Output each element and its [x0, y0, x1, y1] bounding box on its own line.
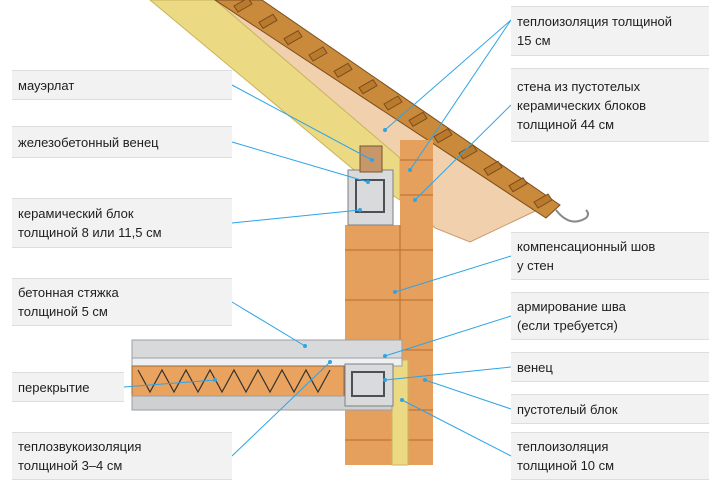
- roof-tile: [483, 160, 503, 176]
- leader-line: [123, 379, 216, 388]
- label-sound-insulation: теплозвукоизоляция толщиной 3–4 см: [12, 432, 232, 480]
- leader-line: [231, 301, 306, 347]
- label-ceramic-block: керамический блок толщиной 8 или 11,5 см: [12, 198, 232, 248]
- leader-line: [384, 19, 512, 131]
- label-hollow-block: пустотелый блок: [511, 394, 709, 424]
- roof-tile: [258, 13, 278, 29]
- upper-ring-rebar: [355, 179, 385, 213]
- screed-layer: [131, 339, 403, 359]
- leader-dot: [393, 290, 397, 294]
- roof-tile: [283, 30, 303, 46]
- roof-tile: [333, 62, 353, 78]
- leader-line: [394, 255, 512, 293]
- leader-line: [424, 379, 512, 410]
- leader-dot: [213, 378, 217, 382]
- leader-line: [384, 315, 512, 357]
- leader-line: [414, 104, 512, 201]
- leader-dot: [400, 398, 404, 402]
- roof-tile: [433, 128, 453, 144]
- leader-dot: [413, 198, 417, 202]
- leader-line: [231, 361, 331, 457]
- leader-lines: [123, 19, 512, 457]
- roof-tile-ridges: [233, 0, 553, 209]
- wall-insulation-strip: [391, 359, 409, 466]
- roof-tile: [358, 79, 378, 95]
- roof-tile: [233, 0, 253, 13]
- leader-dot: [383, 378, 387, 382]
- label-ring-beam: венец: [511, 352, 709, 382]
- label-mauerlat: мауэрлат: [12, 70, 232, 100]
- gutter: [555, 209, 589, 223]
- roof-tile: [383, 95, 403, 111]
- roof-tile: [508, 177, 528, 193]
- leader-dot: [423, 378, 427, 382]
- leader-line: [231, 141, 369, 183]
- leader-dot: [370, 158, 374, 162]
- label-concrete-ring: железобетонный венец: [12, 126, 232, 158]
- leader-line: [384, 366, 512, 381]
- label-wall-insulation: теплоизоляция толщиной 10 см: [511, 432, 709, 480]
- leader-dot: [408, 168, 412, 172]
- lower-ring-rebar: [351, 371, 385, 397]
- label-wall: стена из пустотелых керамических блоков …: [511, 68, 709, 142]
- label-comp-joint: компенсационный шов у стен: [511, 232, 709, 280]
- label-floor: перекрытие: [12, 372, 124, 402]
- roof-tile: [533, 193, 553, 209]
- leader-line: [409, 19, 512, 171]
- leader-line: [401, 399, 512, 457]
- label-roof-insulation: теплоизоляция толщиной 15 см: [511, 6, 709, 56]
- roof-tile: [308, 46, 328, 62]
- leader-dot: [328, 360, 332, 364]
- leader-dot: [383, 354, 387, 358]
- leader-dot: [303, 344, 307, 348]
- roof-tile: [408, 111, 428, 127]
- wall-upper-block: [400, 140, 433, 230]
- label-screed: бетонная стяжка толщиной 5 см: [12, 278, 232, 326]
- leader-dot: [358, 208, 362, 212]
- floor-insulation-zigzag: [137, 368, 331, 394]
- leader-line: [231, 84, 373, 161]
- leader-dot: [366, 180, 370, 184]
- leader-line: [231, 209, 361, 224]
- leader-dot: [383, 128, 387, 132]
- label-joint-reinforcement: армирование шва (если требуется): [511, 292, 709, 340]
